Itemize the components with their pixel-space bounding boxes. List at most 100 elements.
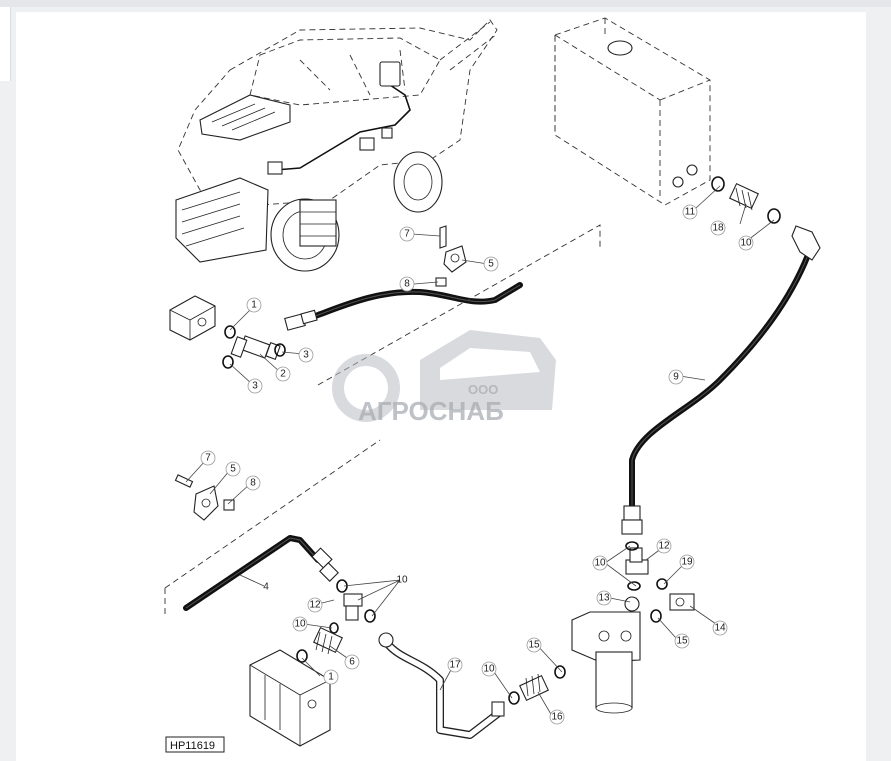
callout-1a: 1	[246, 297, 262, 313]
o-ring-10-tank	[767, 208, 781, 224]
valve-block-lower	[249, 649, 331, 747]
svg-text:18: 18	[712, 223, 724, 234]
combine-harvester-illustration	[175, 19, 498, 272]
diagram-reference-id: HP11619	[165, 736, 225, 753]
svg-text:8: 8	[250, 478, 256, 489]
plug-13	[624, 596, 640, 612]
svg-text:1: 1	[328, 672, 334, 683]
svg-text:7: 7	[205, 453, 211, 464]
o-ring-10-b	[627, 581, 641, 591]
svg-text:5: 5	[488, 259, 494, 270]
svg-text:8: 8	[404, 279, 410, 290]
callout-7a: 7	[399, 226, 415, 242]
o-ring-15-right	[650, 609, 662, 623]
callout-9: 9	[668, 369, 684, 385]
svg-text:15: 15	[676, 636, 688, 647]
svg-text:2: 2	[280, 369, 286, 380]
fitting-12-lower	[343, 593, 363, 621]
tube-17	[378, 632, 505, 739]
callout-13: 13	[596, 590, 612, 606]
o-ring-1-lower	[296, 649, 308, 663]
watermark-line1: ООО	[468, 382, 498, 397]
callout-5a: 5	[483, 256, 499, 272]
fitting-18	[729, 182, 759, 211]
callout-10e: 10	[292, 616, 308, 632]
valve-block-upper	[169, 295, 216, 341]
o-ring-3-lower	[222, 355, 234, 369]
o-ring-1-upper	[224, 325, 236, 339]
callout-1b: 1	[323, 669, 339, 685]
fitting-6	[313, 626, 343, 655]
callout-10c: 10	[481, 661, 497, 677]
callout-14: 14	[712, 620, 728, 636]
svg-text:13: 13	[598, 593, 610, 604]
fitting-12-upper	[625, 547, 649, 575]
hose-assembly-3	[284, 282, 523, 331]
callout-11: 11	[682, 204, 698, 220]
fitting-16	[519, 673, 549, 702]
svg-text:5: 5	[230, 464, 236, 475]
svg-text:3: 3	[303, 350, 309, 361]
svg-text:1: 1	[251, 300, 257, 311]
callout-16: 16	[549, 709, 565, 725]
filter-assembly	[571, 611, 641, 714]
callout-3b: 3	[298, 347, 314, 363]
callout-15a: 15	[674, 633, 690, 649]
parts-diagram: ООО АГРОСНАБ 1 2 3 3	[164, 17, 821, 753]
fitting-2	[230, 335, 281, 360]
hose-assembly-9	[621, 225, 821, 535]
svg-text:12: 12	[309, 600, 321, 611]
callout-7b: 7	[200, 450, 216, 466]
callout-10a: 10	[738, 235, 754, 251]
callout-10d: 10	[396, 575, 408, 586]
callout-17: 17	[447, 657, 463, 673]
o-ring-11	[711, 176, 725, 192]
o-ring-10-a	[625, 541, 639, 551]
svg-text:19: 19	[681, 557, 693, 568]
callout-8b: 8	[245, 475, 261, 491]
o-ring-19	[656, 578, 668, 590]
callout-6: 6	[344, 654, 360, 670]
callout-12b: 12	[307, 597, 323, 613]
callout-12a: 12	[656, 538, 672, 554]
callout-4: 4	[263, 582, 269, 593]
callout-18: 18	[710, 220, 726, 236]
svg-text:17: 17	[449, 660, 461, 671]
svg-text:12: 12	[658, 541, 670, 552]
o-ring-3-right	[274, 343, 286, 357]
hose-assembly-4	[183, 535, 339, 611]
svg-text:10: 10	[483, 664, 495, 675]
svg-text:14: 14	[714, 623, 726, 634]
fitting-14	[669, 593, 695, 611]
svg-text:HP11619: HP11619	[170, 740, 215, 752]
svg-text:11: 11	[685, 207, 696, 218]
callout-2: 2	[275, 366, 291, 382]
callout-10b: 10	[592, 555, 608, 571]
svg-text:10: 10	[740, 238, 752, 249]
svg-text:15: 15	[528, 640, 540, 651]
side-panel-tab[interactable]	[0, 7, 11, 81]
browser-top-strip	[0, 0, 891, 7]
svg-text:10: 10	[594, 558, 606, 569]
svg-text:6: 6	[349, 657, 355, 668]
o-ring-10-lower-b	[364, 609, 376, 623]
svg-text:3: 3	[252, 381, 258, 392]
watermark-line2: АГРОСНАБ	[358, 396, 504, 426]
watermark-logo: ООО АГРОСНАБ	[332, 330, 556, 426]
callout-8a: 8	[399, 276, 415, 292]
clamp-upper	[435, 225, 467, 287]
diagram-sheet: ООО АГРОСНАБ 1 2 3 3	[16, 12, 866, 761]
svg-text:7: 7	[404, 229, 410, 240]
svg-text:16: 16	[551, 712, 563, 723]
svg-text:9: 9	[673, 372, 679, 383]
callout-15b: 15	[526, 637, 542, 653]
clamp-lower	[174, 474, 235, 521]
svg-text:10: 10	[294, 619, 306, 630]
o-ring-10-lower	[508, 691, 520, 705]
hydraulic-tank	[554, 17, 711, 206]
callout-19: 19	[679, 554, 695, 570]
o-ring-15-left	[554, 665, 566, 679]
callout-5b: 5	[225, 461, 241, 477]
routing-line-upper	[317, 224, 601, 386]
routing-line-lower	[164, 439, 381, 589]
